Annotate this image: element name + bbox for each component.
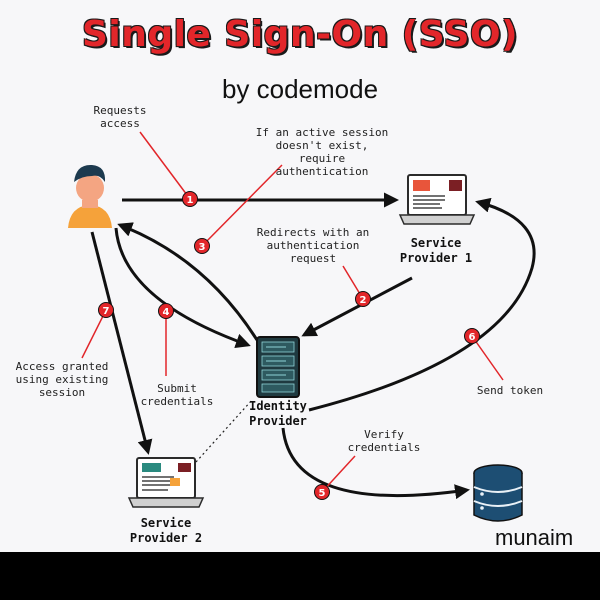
- arrow-step-4: [114, 227, 251, 349]
- arrow-step-7: [90, 231, 153, 455]
- step-marker-4: 4: [158, 303, 174, 319]
- step-1-label: Requests access: [93, 104, 147, 130]
- step-2-label: Redirects with an authentication request: [256, 226, 370, 265]
- step-marker-3: 3: [194, 238, 210, 254]
- svg-text:3: 3: [199, 242, 206, 253]
- step-3-label: If an active session doesn't exist, requ…: [255, 126, 389, 178]
- arrow-step-3: [117, 222, 259, 341]
- identity-provider-label: Identity Provider: [249, 399, 307, 428]
- watermark: munaim: [495, 525, 574, 550]
- step-5-label: Verify credentials: [347, 428, 421, 454]
- leader-step-6: [471, 335, 504, 381]
- server-icon: [256, 336, 300, 398]
- svg-text:5: 5: [319, 488, 326, 499]
- page-title: Single Sign-On (SSO): [81, 14, 519, 55]
- footer-bar: [0, 552, 600, 600]
- step-marker-7: 7: [98, 302, 114, 318]
- leader-step-3: [201, 164, 283, 247]
- service-provider-2-label: Service Provider 2: [129, 516, 203, 545]
- step-marker-2: 2: [355, 291, 371, 307]
- leader-step-5: [321, 455, 356, 493]
- svg-text:6: 6: [469, 332, 476, 343]
- svg-text:1: 1: [187, 195, 194, 206]
- arrow-step-5: [281, 427, 470, 500]
- laptop-icon-sp2: [127, 457, 205, 508]
- database-icon: [473, 464, 523, 522]
- step-6-label: Send token: [476, 384, 544, 397]
- sp2-idp-link: [195, 399, 253, 463]
- arrow-step-2: [301, 276, 413, 337]
- svg-text:7: 7: [103, 306, 110, 317]
- leader-step-7: [81, 309, 107, 359]
- leader-step-1: [139, 131, 191, 200]
- user-icon: [68, 164, 112, 228]
- arrow-step-6: [308, 197, 536, 412]
- step-marker-5: 5: [314, 484, 330, 500]
- page-subtitle: by codemode: [221, 74, 379, 104]
- laptop-icon-sp1: [398, 174, 476, 225]
- svg-text:4: 4: [163, 307, 170, 318]
- svg-text:2: 2: [360, 295, 367, 306]
- step-marker-1: 1: [182, 191, 198, 207]
- service-provider-1-label: Service Provider 1: [399, 236, 473, 265]
- step-7-label: Access granted using existing session: [15, 360, 109, 399]
- step-marker-6: 6: [464, 328, 480, 344]
- step-4-label: Submit credentials: [140, 382, 214, 408]
